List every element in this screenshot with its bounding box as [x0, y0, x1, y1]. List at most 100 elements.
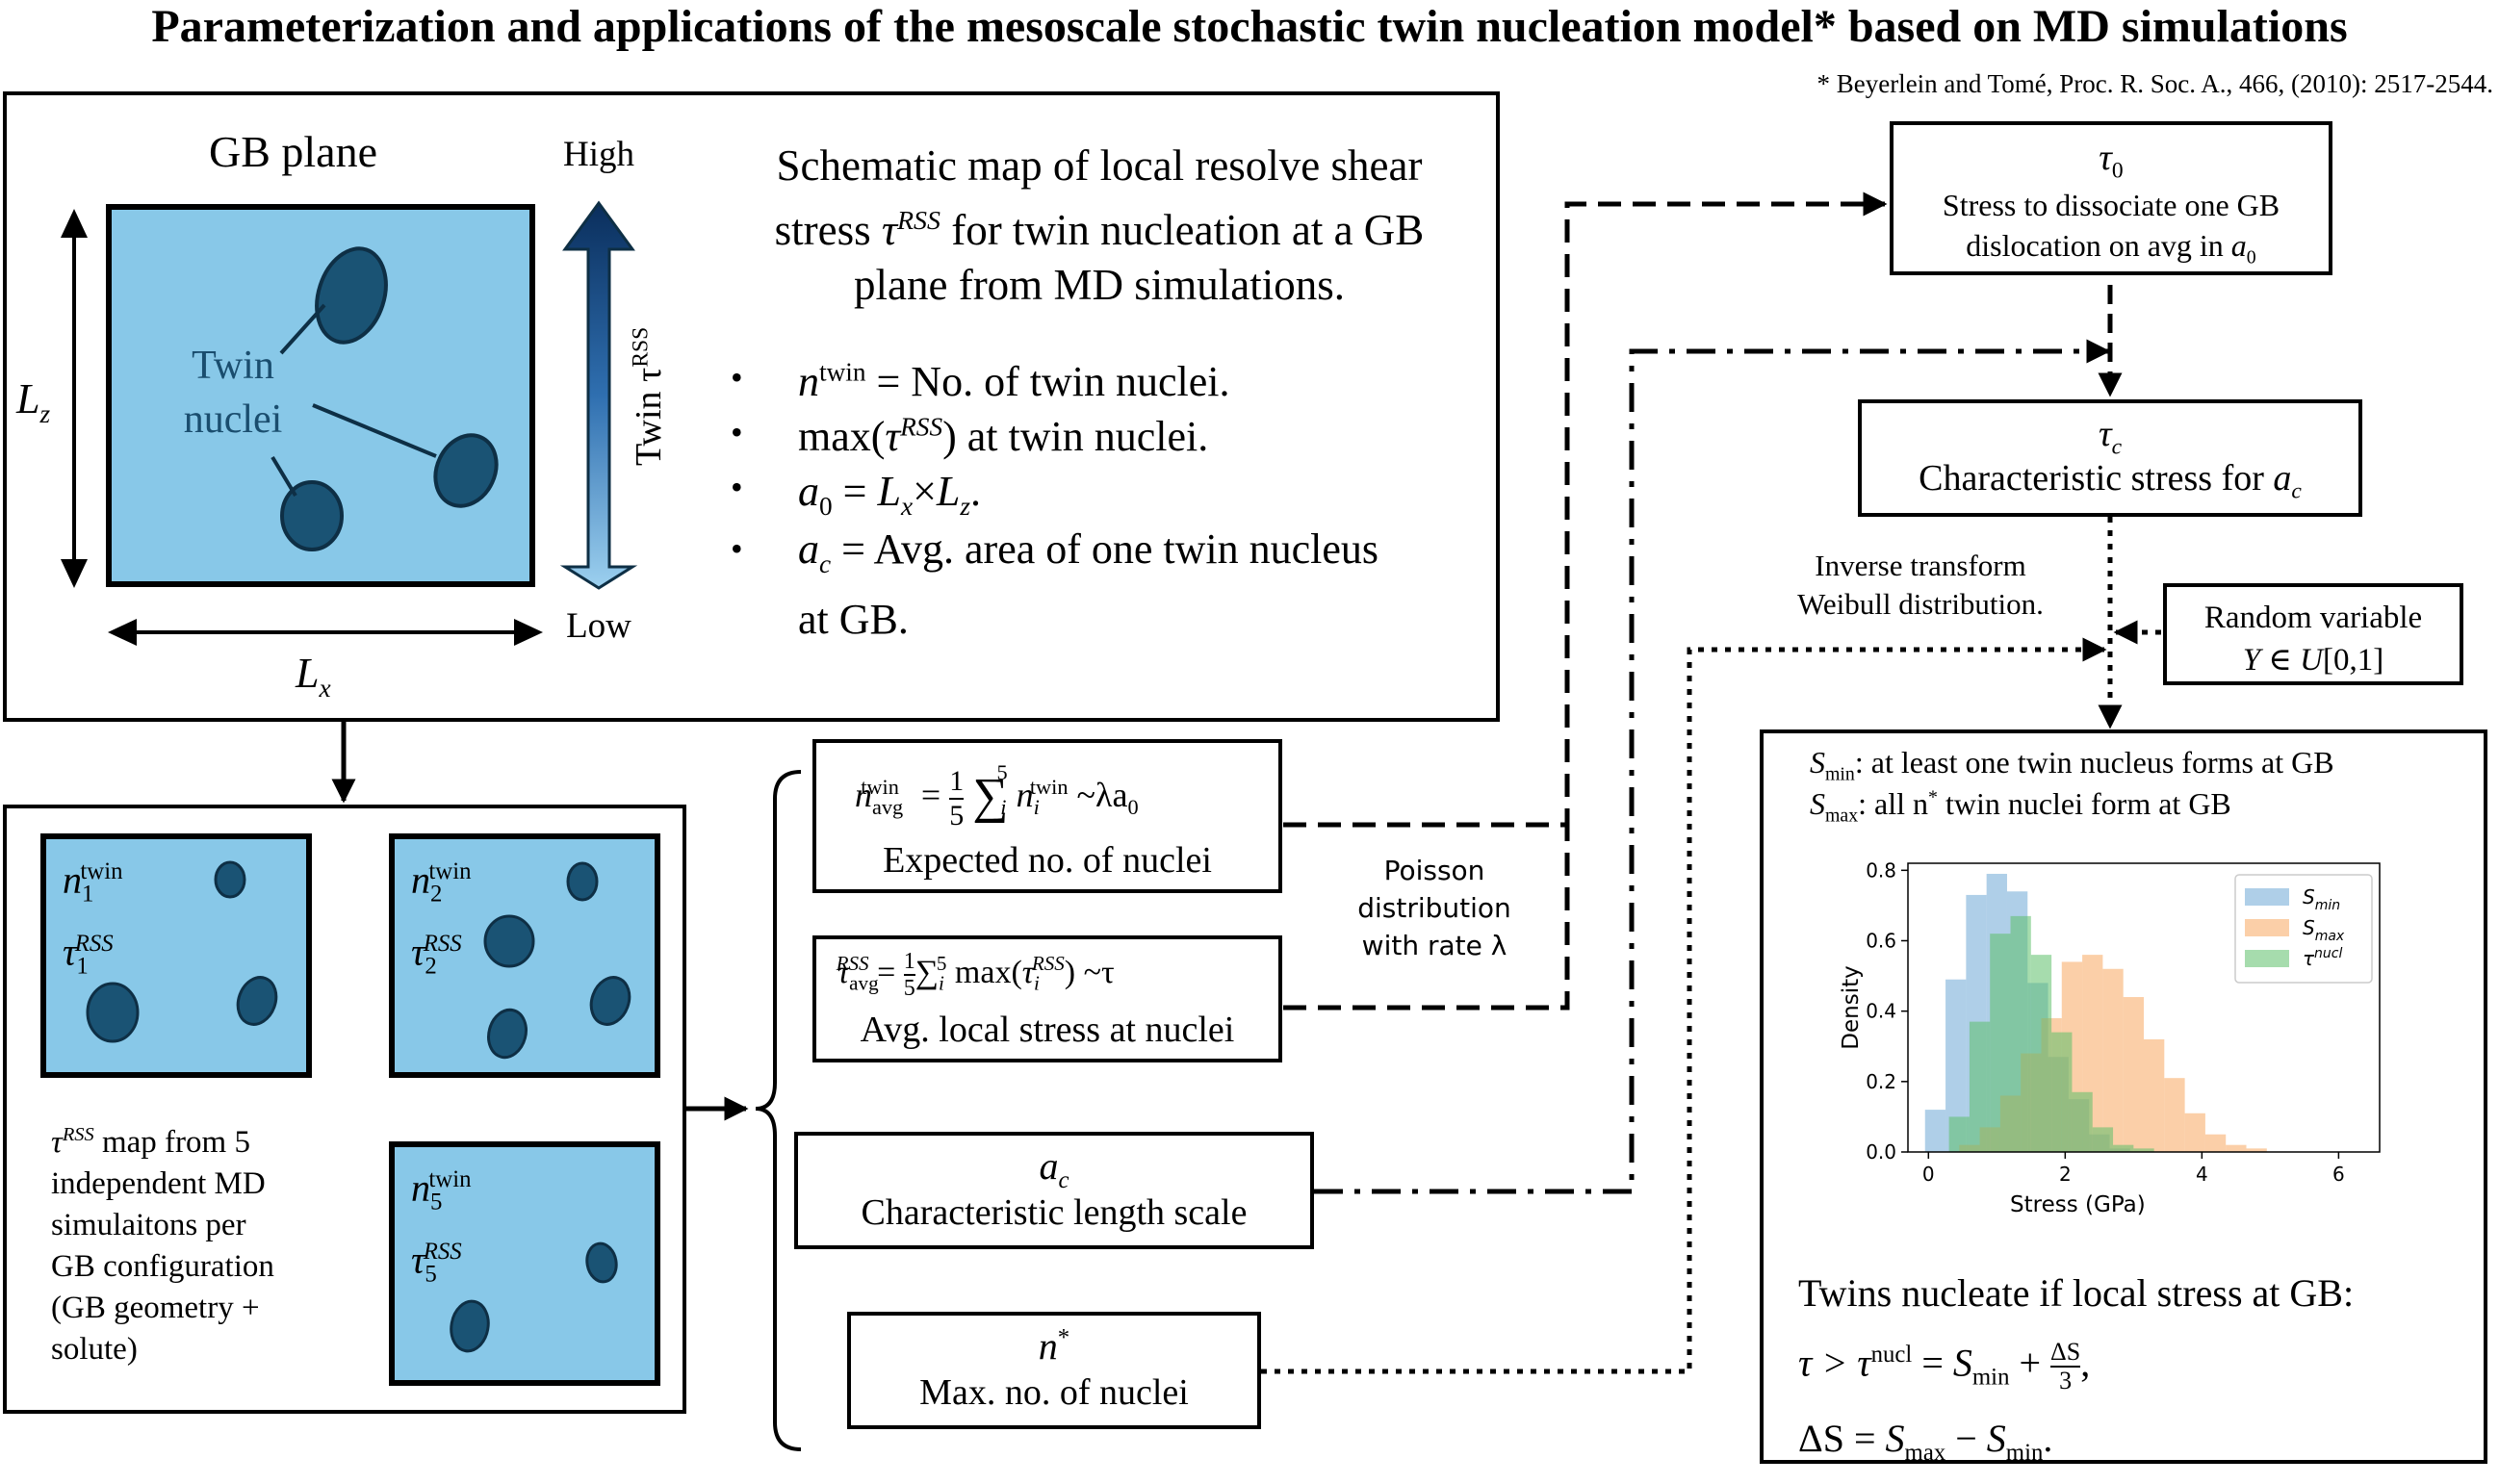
histogram-bar: [1959, 1144, 1980, 1152]
twin-nucleus: [280, 480, 344, 551]
legend-label: Smin: [2303, 885, 2340, 913]
x-axis-label: Stress (GPa): [2010, 1192, 2146, 1217]
legend-label: Smax: [2303, 916, 2345, 944]
gb-plane-box: GB plane High Low Twin nuclei Lz L: [3, 91, 1500, 722]
bullet-a0: •a0 = Lx×Lz.: [731, 468, 981, 521]
max-nuclei-label: Max. no. of nuclei: [919, 1372, 1189, 1413]
nucleation-condition: Twins nucleate if local stress at GB: τ …: [1798, 1271, 2355, 1467]
legend-swatch: [2245, 888, 2289, 906]
twin-nucleus: [236, 976, 278, 1026]
twin-nucleus: [483, 914, 535, 968]
x-tick-label: 6: [2332, 1163, 2345, 1186]
colorbar-high-label: High: [563, 135, 634, 174]
tauc-description: Characteristic stress for ac: [1919, 458, 2302, 504]
sim-panel-1: [40, 833, 312, 1078]
gb-plane-drawing: [61, 200, 638, 646]
histogram-bar: [1990, 934, 2011, 1152]
y-axis-label: Density: [1841, 965, 1864, 1049]
histogram-bar: [2246, 1148, 2267, 1152]
smin-definition: Smin: at least one twin nucleus forms at…: [1810, 745, 2334, 785]
twin-nucleus: [487, 1008, 528, 1060]
twin-nucleus: [585, 1241, 618, 1284]
dashed-navg-to-tau0: [1283, 192, 1888, 828]
tau0-box: τ0 Stress to dissociate one GB dislocati…: [1890, 121, 2332, 275]
histogram-bar: [2123, 997, 2144, 1152]
histogram-bar: [2144, 1038, 2165, 1152]
histogram-bar: [2184, 1113, 2205, 1152]
twin-nucleus: [433, 433, 499, 508]
histogram-bar: [2051, 1032, 2073, 1152]
reference-citation: * Beyerlein and Tomé, Proc. R. Soc. A., …: [1816, 69, 2493, 98]
sim-description: τRSS map from 5 independent MD simulaito…: [51, 1124, 274, 1367]
histogram-bar: [2102, 968, 2124, 1152]
x-tick-label: 0: [1922, 1163, 1935, 1186]
histogram-bar: [1924, 1110, 1946, 1152]
max-nuclei-box: n* Max. no. of nuclei: [847, 1312, 1261, 1429]
tau0-symbol: τ0: [2099, 138, 2124, 184]
histogram-bar: [1945, 979, 1967, 1152]
inverse-transform-label: Inverse transform Weibull distribution.: [1797, 549, 2044, 621]
colorbar-low-label: Low: [566, 606, 631, 646]
bullet-ntwin: •ntwin = No. of twin nuclei.: [731, 357, 1230, 405]
bullet-max-tau: •max(τRSS) at twin nuclei.: [731, 412, 1209, 460]
result-box: Smin: at least one twin nucleus forms at…: [1760, 729, 2487, 1466]
ac-symbol: ac: [1039, 1144, 1069, 1193]
histogram-bar: [2164, 1078, 2185, 1152]
colorbar-arrow: [559, 200, 638, 590]
twin-nucleus: [315, 246, 388, 345]
histogram-bar: [2030, 955, 2052, 1152]
expected-nuclei-label: Expected no. of nuclei: [883, 840, 1212, 881]
sim-nuclei: [86, 860, 631, 1353]
schematic-description: Schematic map of local resolve shear str…: [774, 141, 1425, 309]
twin-label-line-1: Twin: [192, 344, 274, 388]
expected-nuclei-box: navgtwin = 1 5 ∑i5 nitwin ~λa0 Expected …: [812, 739, 1282, 893]
tauc-box: τc Characteristic stress for ac: [1858, 399, 2362, 517]
pointer-line: [312, 403, 437, 458]
md-simulations-box: n1twin τ1RSS n2twin τ2RSS n5twin τ5RSS τ…: [3, 805, 686, 1414]
x-tick-label: 4: [2196, 1163, 2208, 1186]
avg-stress-label: Avg. local stress at nuclei: [860, 1010, 1235, 1050]
navg-equation: navgtwin = 1 5 ∑i5 nitwin ~λa0: [855, 760, 1139, 832]
twin-nucleus: [566, 861, 599, 902]
lz-label: Lz: [16, 375, 51, 428]
tau0-description: Stress to dissociate one GB dislocation …: [1942, 188, 2280, 269]
histogram-bar: [1969, 1021, 1991, 1152]
gb-plane-heading: GB plane: [208, 127, 377, 176]
avg-stress-box: τavgRSS = 1 5 ∑i5 max(τiRSS) ~τ Avg. loc…: [812, 935, 1282, 1062]
twin-nuclei-label: Twin nuclei: [161, 339, 305, 447]
histogram-bar: [2113, 1144, 2134, 1152]
y-tick-label: 0.2: [1866, 1070, 1896, 1093]
histogram-bar: [2072, 1091, 2093, 1152]
random-variable-text: Random variable Y ∈ U[0,1]: [2203, 601, 2423, 678]
y-tick-label: 0.8: [1866, 858, 1896, 882]
x-tick-label: 2: [2059, 1163, 2072, 1186]
histogram-bar: [2226, 1144, 2247, 1152]
nstar-symbol: n*: [1038, 1324, 1070, 1368]
twin-nucleus: [214, 860, 246, 899]
twin-nucleus: [450, 1299, 490, 1353]
sim-2-labels: n2twin τ2RSS: [411, 857, 472, 980]
legend-swatch: [2245, 919, 2289, 936]
lx-label: Lx: [296, 650, 331, 703]
twin-label-line-2: nuclei: [183, 397, 283, 442]
histogram-bar: [2204, 1134, 2227, 1152]
y-tick-label: 0.6: [1866, 929, 1896, 952]
random-variable-box: Random variable Y ∈ U[0,1]: [2163, 583, 2463, 685]
twin-nucleus: [86, 982, 140, 1043]
curly-brace: [755, 770, 802, 1451]
char-length-label: Characteristic length scale: [861, 1192, 1248, 1233]
char-length-box: ac Characteristic length scale: [794, 1132, 1314, 1249]
tauc-symbol: τc: [2098, 414, 2123, 460]
histogram-bar: [1948, 1116, 1970, 1152]
pointer-line: [279, 303, 326, 355]
sim-1-labels: n1twin τ1RSS: [63, 857, 123, 980]
y-tick-label: 0.0: [1866, 1140, 1896, 1164]
legend-label: τnucl: [2303, 946, 2342, 970]
page-title: Parameterization and applications of the…: [151, 1, 2348, 52]
histogram-bar: [2133, 1148, 2154, 1152]
legend-swatch: [2245, 950, 2289, 967]
twin-nucleus: [589, 976, 631, 1026]
smax-definition: Smax: all n* twin nuclei form at GB: [1810, 786, 2231, 827]
